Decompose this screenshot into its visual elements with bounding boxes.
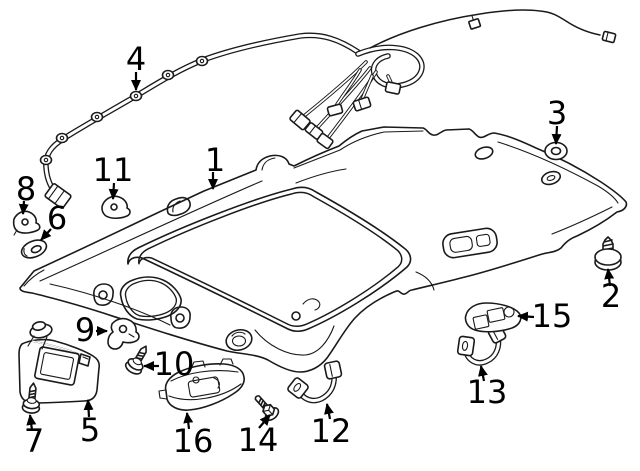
callout-label-10[interactable]: 10 <box>154 345 195 383</box>
callout-arrow-6 <box>40 228 52 241</box>
part-grab-handle-12 <box>287 360 343 404</box>
callout-arrow-8 <box>18 200 29 215</box>
part-headliner-panel <box>19 126 628 373</box>
rear-wire-end-connector <box>601 30 617 44</box>
callout-arrow-14 <box>258 414 271 429</box>
deflector-tab-inner-line <box>261 157 276 171</box>
callout-arrow-11 <box>108 182 119 200</box>
part-bolt-14 <box>254 395 280 421</box>
callout-label-14[interactable]: 14 <box>238 421 279 459</box>
harness-retainer-clips <box>39 55 209 166</box>
callout-arrow-15 <box>517 311 535 322</box>
callout-arrow-3 <box>551 125 562 145</box>
callout-label-12[interactable]: 12 <box>311 412 352 450</box>
callout-arrow-2 <box>604 268 615 287</box>
callout-label-7[interactable]: 7 <box>24 422 44 460</box>
callout-arrow-13 <box>478 365 488 382</box>
callout-label-9[interactable]: 9 <box>75 311 95 349</box>
console-cutout <box>119 276 182 321</box>
part-overhead-console <box>158 358 245 411</box>
visor-body <box>18 338 101 404</box>
part-grommet-6 <box>20 239 48 259</box>
part-screw-7 <box>21 382 41 414</box>
callout-label-3[interactable]: 3 <box>547 94 567 132</box>
callout-label-8[interactable]: 8 <box>16 170 36 208</box>
part-lamp-lens <box>464 302 522 333</box>
roof-bracket-tab <box>166 196 191 217</box>
part-sun-visor <box>18 321 101 404</box>
callout-label-16[interactable]: 16 <box>173 422 214 460</box>
part-wiring-harness <box>39 9 617 209</box>
surface-creases <box>49 168 613 356</box>
mounting-hole-right <box>170 306 191 329</box>
callout-label-13[interactable]: 13 <box>467 373 508 411</box>
part-clip-11 <box>101 195 131 220</box>
wiring-grommet-hole <box>225 328 253 352</box>
callout-arrow-16 <box>183 412 194 430</box>
oval-hole-rear-right <box>540 170 562 186</box>
callout-label-2[interactable]: 2 <box>601 277 621 315</box>
rear-handle-recess <box>442 227 498 259</box>
part-grommet-3 <box>544 141 568 161</box>
part-screw-10 <box>124 345 147 375</box>
callout-label-6[interactable]: 6 <box>47 199 67 237</box>
callout-label-1[interactable]: 1 <box>205 141 225 179</box>
wire-clip <box>468 15 482 30</box>
harness-rear-feed-wire <box>369 9 601 49</box>
part-retainer-2 <box>594 236 622 271</box>
harness-connectors <box>44 81 402 209</box>
callout-arrow-7 <box>26 414 37 431</box>
visor-mirror <box>34 346 80 386</box>
callout-arrow-12 <box>324 403 334 420</box>
callout-label-4[interactable]: 4 <box>126 40 146 78</box>
part-clip-9 <box>107 317 140 350</box>
oval-hole-rear-left <box>474 146 494 160</box>
mounting-hole-left <box>93 283 114 306</box>
sunroof-cutout <box>127 186 412 332</box>
part-clip-8 <box>12 210 41 236</box>
callout-arrow-5 <box>83 399 94 418</box>
visor-detent-clip <box>78 353 91 367</box>
callout-label-5[interactable]: 5 <box>80 411 100 449</box>
callout-label-11[interactable]: 11 <box>93 151 134 189</box>
headliner-front-edge-inner-line <box>23 130 619 287</box>
callout-label-15[interactable]: 15 <box>532 297 573 335</box>
small-hole-and-clip-detail <box>291 298 321 321</box>
visor-pivot <box>27 321 53 350</box>
